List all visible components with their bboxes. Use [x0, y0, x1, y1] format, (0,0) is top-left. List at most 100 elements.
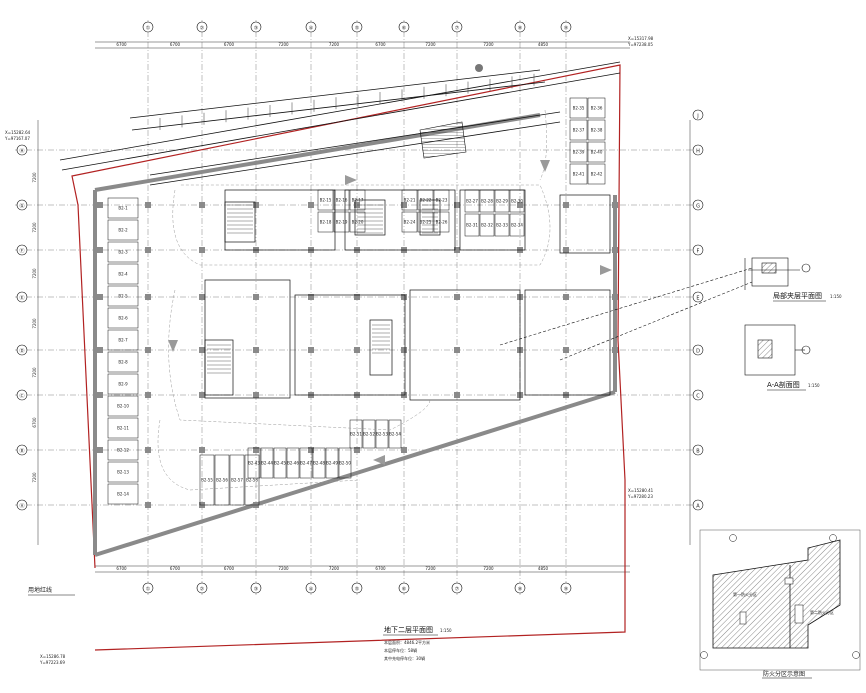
structural-column: [145, 294, 151, 300]
structural-column: [612, 202, 618, 208]
coord-top-right-x: X=15317.98: [628, 36, 654, 41]
parking-stall-label: B2-56: [216, 478, 228, 483]
drawing-title: 地下二层平面图: [384, 625, 433, 634]
axis-bubble: [250, 21, 262, 33]
parking-stall-label: B2-33: [496, 223, 508, 228]
parking-stall-label: B2-44: [261, 461, 273, 466]
structural-column: [253, 347, 259, 353]
axis-bubble: [250, 582, 262, 594]
parking-stall: [388, 419, 402, 449]
structural-column: [199, 347, 205, 353]
outer-wall: [93, 113, 617, 557]
parking-stalls: B2-1B2-2B2-3B2-4B2-5B2-6B2-7B2-8B2-9B2-1…: [107, 97, 606, 506]
axis-bubble-label: ⑦: [455, 26, 460, 32]
structural-column: [454, 347, 460, 353]
axis-bubble-label: ④: [309, 26, 314, 32]
parking-stall: [587, 141, 606, 163]
parking-stall: [479, 213, 495, 237]
structural-column: [97, 294, 103, 300]
parking-stall: [569, 141, 588, 163]
parking-stall: [260, 447, 274, 479]
boundary-label: 用地红线: [28, 586, 52, 594]
parking-stall-label: B2-37: [573, 128, 585, 133]
axis-bubble-label: Ⓐ: [19, 503, 24, 510]
axis-bubble-label: ④: [309, 587, 314, 593]
dimension-value: 6700: [32, 417, 37, 428]
parking-stall: [338, 447, 352, 479]
parking-stall-label: B2-15: [320, 198, 332, 203]
axis-bubble: [351, 582, 363, 594]
structural-column: [97, 447, 103, 453]
coord-top-left-y: Y=97167.07: [4, 136, 30, 141]
dimension-value: 7200: [329, 566, 340, 571]
axis-bubble: [692, 244, 704, 256]
parking-stall-label: B2-45: [274, 461, 286, 466]
parking-stall-label: B2-19: [336, 220, 348, 225]
dimension-value: 6700: [224, 42, 235, 47]
parking-stall-label: B2-18: [320, 220, 332, 225]
axis-bubble: [16, 144, 28, 156]
parking-stall: [107, 351, 139, 373]
column-grid-lines: [147, 20, 567, 595]
axis-bubble: [514, 21, 526, 33]
parking-stall-label: B2-12: [117, 448, 129, 453]
parking-stall-label: B2-1: [118, 206, 128, 211]
parking-stall-label: B2-34: [511, 223, 523, 228]
axis-bubble-label: ⑦: [455, 587, 460, 593]
parking-stall: [494, 213, 510, 237]
coord-top-left-x: X=15282.64: [5, 130, 31, 135]
parking-stall-label: B2-25: [420, 220, 432, 225]
axis-bubble-label: F: [697, 249, 700, 255]
structural-column: [454, 202, 460, 208]
dimension-value: 6700: [170, 42, 181, 47]
parking-stall-label: B2-28: [481, 199, 493, 204]
parking-stall: [325, 447, 339, 479]
parking-stall: [417, 211, 434, 233]
structural-column: [145, 502, 151, 508]
axis-bubble: [692, 444, 704, 456]
structural-column: [199, 447, 205, 453]
parking-stall-label: B2-47: [300, 461, 312, 466]
structural-column: [97, 202, 103, 208]
axis-bubble: [514, 582, 526, 594]
parking-stall: [214, 454, 230, 506]
structural-column: [454, 247, 460, 253]
parking-stall-label: B2-27: [466, 199, 478, 204]
coord-bottom-left-y: Y=97223.69: [39, 660, 65, 665]
axis-bubble-label: G: [696, 204, 700, 210]
parking-stall: [401, 211, 418, 233]
axis-bubble-label: Ⓒ: [19, 393, 24, 400]
dimension-value: 7200: [32, 222, 37, 233]
axis-bubble-label: ①: [146, 26, 151, 32]
structural-column: [253, 202, 259, 208]
axis-bubble: [560, 582, 572, 594]
axis-bubble: [398, 21, 410, 33]
parking-stall: [587, 97, 606, 119]
axis-bubble: [351, 21, 363, 33]
dimension-value: 4850: [538, 42, 549, 47]
axis-bubble-label: ⑤: [355, 587, 359, 593]
structural-column: [145, 447, 151, 453]
dimension-value: 7200: [32, 318, 37, 329]
ramp-hatch: [419, 121, 467, 159]
fire-zone-label-b: 第二防火分区: [810, 609, 834, 615]
parking-stall: [362, 419, 376, 449]
parking-stall-label: B2-39: [573, 150, 585, 155]
manhole-circle: [475, 64, 483, 72]
parking-stall-label: B2-9: [118, 382, 128, 387]
parking-stall-label: B2-4: [118, 272, 128, 277]
axis-bubble: [16, 389, 28, 401]
parking-stall-label: B2-29: [496, 199, 508, 204]
axis-bubble: [451, 21, 463, 33]
axis-bubble: [692, 291, 704, 303]
section-title: A-A剖面图: [767, 380, 800, 389]
fire-zone-title: 防火分区示意图: [763, 670, 805, 678]
parking-stall-label: B2-41: [573, 172, 585, 177]
parking-stall-label: B2-46: [287, 461, 299, 466]
axis-bubble-label: Ⓗ: [19, 148, 24, 155]
parking-stall-label: B2-51: [350, 432, 362, 437]
structural-column: [199, 202, 205, 208]
axis-bubble-detail-d: [801, 263, 811, 273]
axis-bubble-label: Ⓔ: [19, 295, 24, 302]
